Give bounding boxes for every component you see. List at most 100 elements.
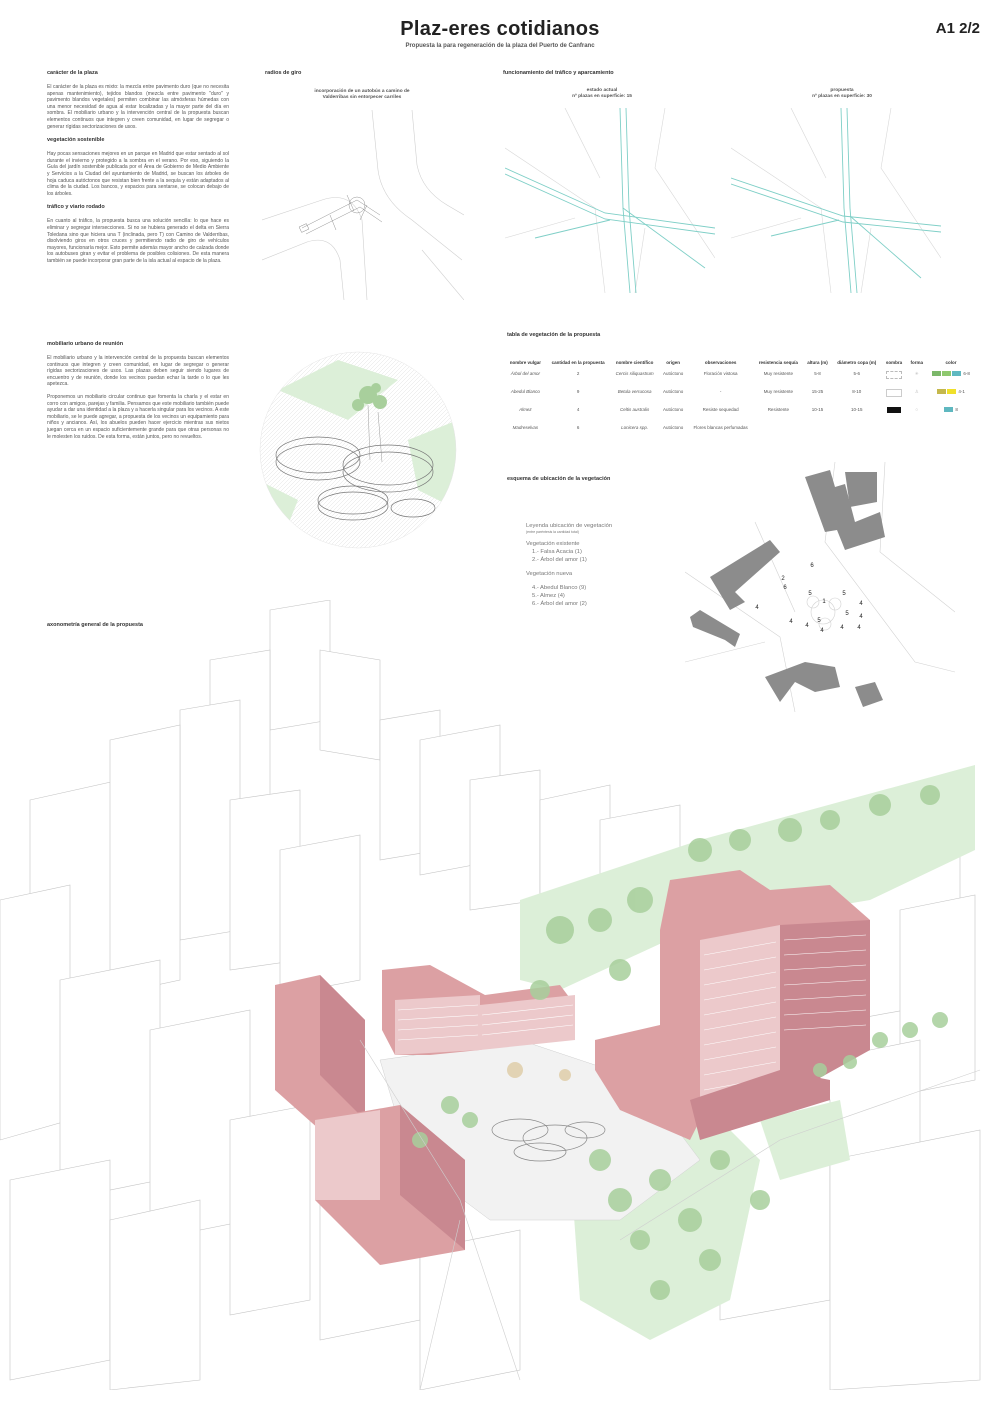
cell-form: ✳ — [907, 367, 927, 385]
section-title-vegetation: vegetación sostenible — [47, 137, 105, 144]
cell-form: ♙ — [907, 385, 927, 403]
scheme-mark: 4 — [820, 628, 824, 634]
legend-item: 4.- Abedul Blanco (9) — [532, 585, 587, 591]
col-header: sombra — [885, 360, 903, 365]
vegetation-legend: Leyenda ubicación de vegetación (entre p… — [526, 522, 686, 608]
cell-name: Almez — [519, 407, 532, 412]
furniture-axonometric — [259, 351, 457, 549]
traffic-current-sub: nº plazas en superficie: 15 — [572, 94, 632, 99]
section-body-furniture-2: Proponemos un mobiliario circular contin… — [47, 393, 229, 440]
cell-shade — [881, 403, 906, 421]
table-row: Árbol del amor 2 Cercis siliquastrum Aut… — [505, 367, 975, 385]
legend-note: (entre paréntesis la cantidad total) — [526, 530, 579, 534]
scheme-mark: 6 — [810, 563, 814, 569]
scheme-mark: 6 — [783, 585, 787, 591]
scheme-mark: 4 — [859, 614, 863, 620]
proposal-buildings — [275, 870, 870, 1265]
cell-sci: Lonicera spp. — [621, 425, 649, 430]
axonometry-title: axonometría general de la propuesta — [47, 622, 143, 628]
cell-obs: Flores blancas perfumadas — [693, 425, 748, 430]
cell-name: Madreselvas — [512, 425, 539, 430]
section-title-furniture: mobiliario urbano de reunión — [47, 341, 124, 347]
tree-form-icon: ○ — [915, 407, 919, 412]
legend-new-title: Vegetación nueva — [526, 571, 573, 577]
cell-color: 4-1 — [927, 385, 975, 403]
scheme-mark: 2 — [781, 576, 785, 582]
legend-item: 2.- Árbol del amor (1) — [532, 557, 587, 563]
tree-form-icon: ✳ — [914, 371, 919, 376]
cell-res: Muy resistente — [763, 389, 793, 394]
road-lines — [359, 1039, 981, 1390]
cell-color: 6-8 — [927, 367, 975, 385]
cell-color: 8 — [927, 403, 975, 421]
sheet-number: A1 2/2 — [935, 20, 980, 37]
page-subtitle: Propuesta la para regeneración de la pla… — [405, 43, 595, 49]
cell-diameter: 8-10 — [852, 389, 862, 394]
trees — [412, 785, 948, 1300]
veg-table-title: tabla de vegetación de la propuesta — [507, 332, 601, 338]
cell-diameter — [832, 421, 881, 439]
cell-qty: 9 — [576, 389, 580, 394]
legend-item: 5.- Almez (4) — [532, 593, 565, 599]
scheme-mark: 4 — [805, 623, 809, 629]
legend-existing-title: Vegetación existente — [526, 541, 580, 547]
cell-origin: Autóctono — [663, 425, 684, 430]
section-body-furniture-1: El mobiliario urbano y la intervención c… — [47, 355, 229, 388]
legend-item: 6.- Árbol del amor (2) — [532, 601, 587, 607]
col-header: nombre vulgar — [509, 360, 542, 365]
col-header: forma — [910, 360, 924, 365]
section-body-character: El carácter de la plaza es mixto: la mez… — [47, 84, 229, 130]
traffic-proposal-plan — [731, 108, 941, 293]
traffic-current-plan — [505, 108, 715, 293]
left-text-furniture: mobiliario urbano de reunión El mobiliar… — [47, 341, 229, 440]
scheme-mark: 5 — [842, 591, 846, 597]
radios-title: radios de giro — [265, 70, 302, 76]
col-header: nombre científico — [615, 360, 654, 365]
cell-name: Árbol del amor — [510, 371, 541, 376]
section-title-character: carácter de la plaza — [47, 70, 98, 76]
cell-diameter: 5-6 — [853, 371, 860, 376]
cell-shade — [881, 367, 906, 385]
cell-obs: Floración vistosa — [703, 371, 738, 376]
scheme-title: esquema de ubicación de la vegetación — [507, 476, 611, 482]
cell-height: 5-8 — [814, 371, 821, 376]
traffic-current-caption: estado actual — [586, 88, 618, 93]
page-title: Plaz-eres cotidianos — [400, 18, 600, 40]
col-header: observaciones — [704, 360, 737, 365]
cell-res: Resistente — [767, 407, 789, 412]
cell-sci: Betula verrucosa — [617, 389, 652, 394]
table-row: Madreselvas 6 Lonicera spp. Autóctono Fl… — [505, 421, 975, 439]
scheme-mark: 4 — [859, 601, 863, 607]
scheme-mark: 5 — [808, 591, 812, 597]
col-header: cantidad en la propuesta — [551, 360, 605, 365]
section-title-traffic: tráfico y viario rodado — [47, 204, 105, 211]
cell-height: 15-25 — [811, 389, 824, 394]
cell-color — [927, 421, 975, 439]
flowering-trees — [507, 1062, 571, 1081]
cell-obs: Resiste sequedad — [702, 407, 739, 412]
col-header: diámetro copa (m) — [837, 360, 877, 365]
cell-shade — [881, 385, 906, 403]
scheme-mark: 1 — [822, 599, 826, 605]
plaza-furniture — [491, 1118, 606, 1162]
cell-height — [803, 421, 832, 439]
scheme-mark: 5 — [817, 618, 821, 624]
scheme-mark: 4 — [789, 619, 793, 625]
cell-origin: Autóctono — [663, 407, 684, 412]
left-text-column: carácter de la plaza El carácter de la p… — [47, 70, 229, 264]
section-body-traffic: En cuanto al tráfico, la propuesta busca… — [47, 218, 229, 264]
scheme-mark: 4 — [840, 625, 844, 631]
col-header: resistencia sequía — [758, 360, 798, 365]
cell-obs: - — [719, 389, 722, 394]
general-axonometry — [0, 600, 981, 1390]
tree-form-icon: ♙ — [914, 389, 919, 394]
section-body-vegetation: Hay pocas sensaciones mejores en un parq… — [47, 151, 229, 197]
cell-height: 10-15 — [811, 407, 824, 412]
turning-radius-plan — [262, 110, 464, 300]
radios-caption: incorporación de un autobús a camino de … — [314, 89, 410, 100]
scheme-marks: 6 2 6 5 5 1 5 5 4 4 4 4 4 4 4 4 — [755, 563, 863, 634]
cell-shade — [881, 421, 906, 439]
legend-item: 1.- Falsa Acacia (1) — [532, 549, 582, 555]
col-header: altura (m) — [807, 360, 828, 365]
cell-sci: Celtis australis — [620, 407, 650, 412]
